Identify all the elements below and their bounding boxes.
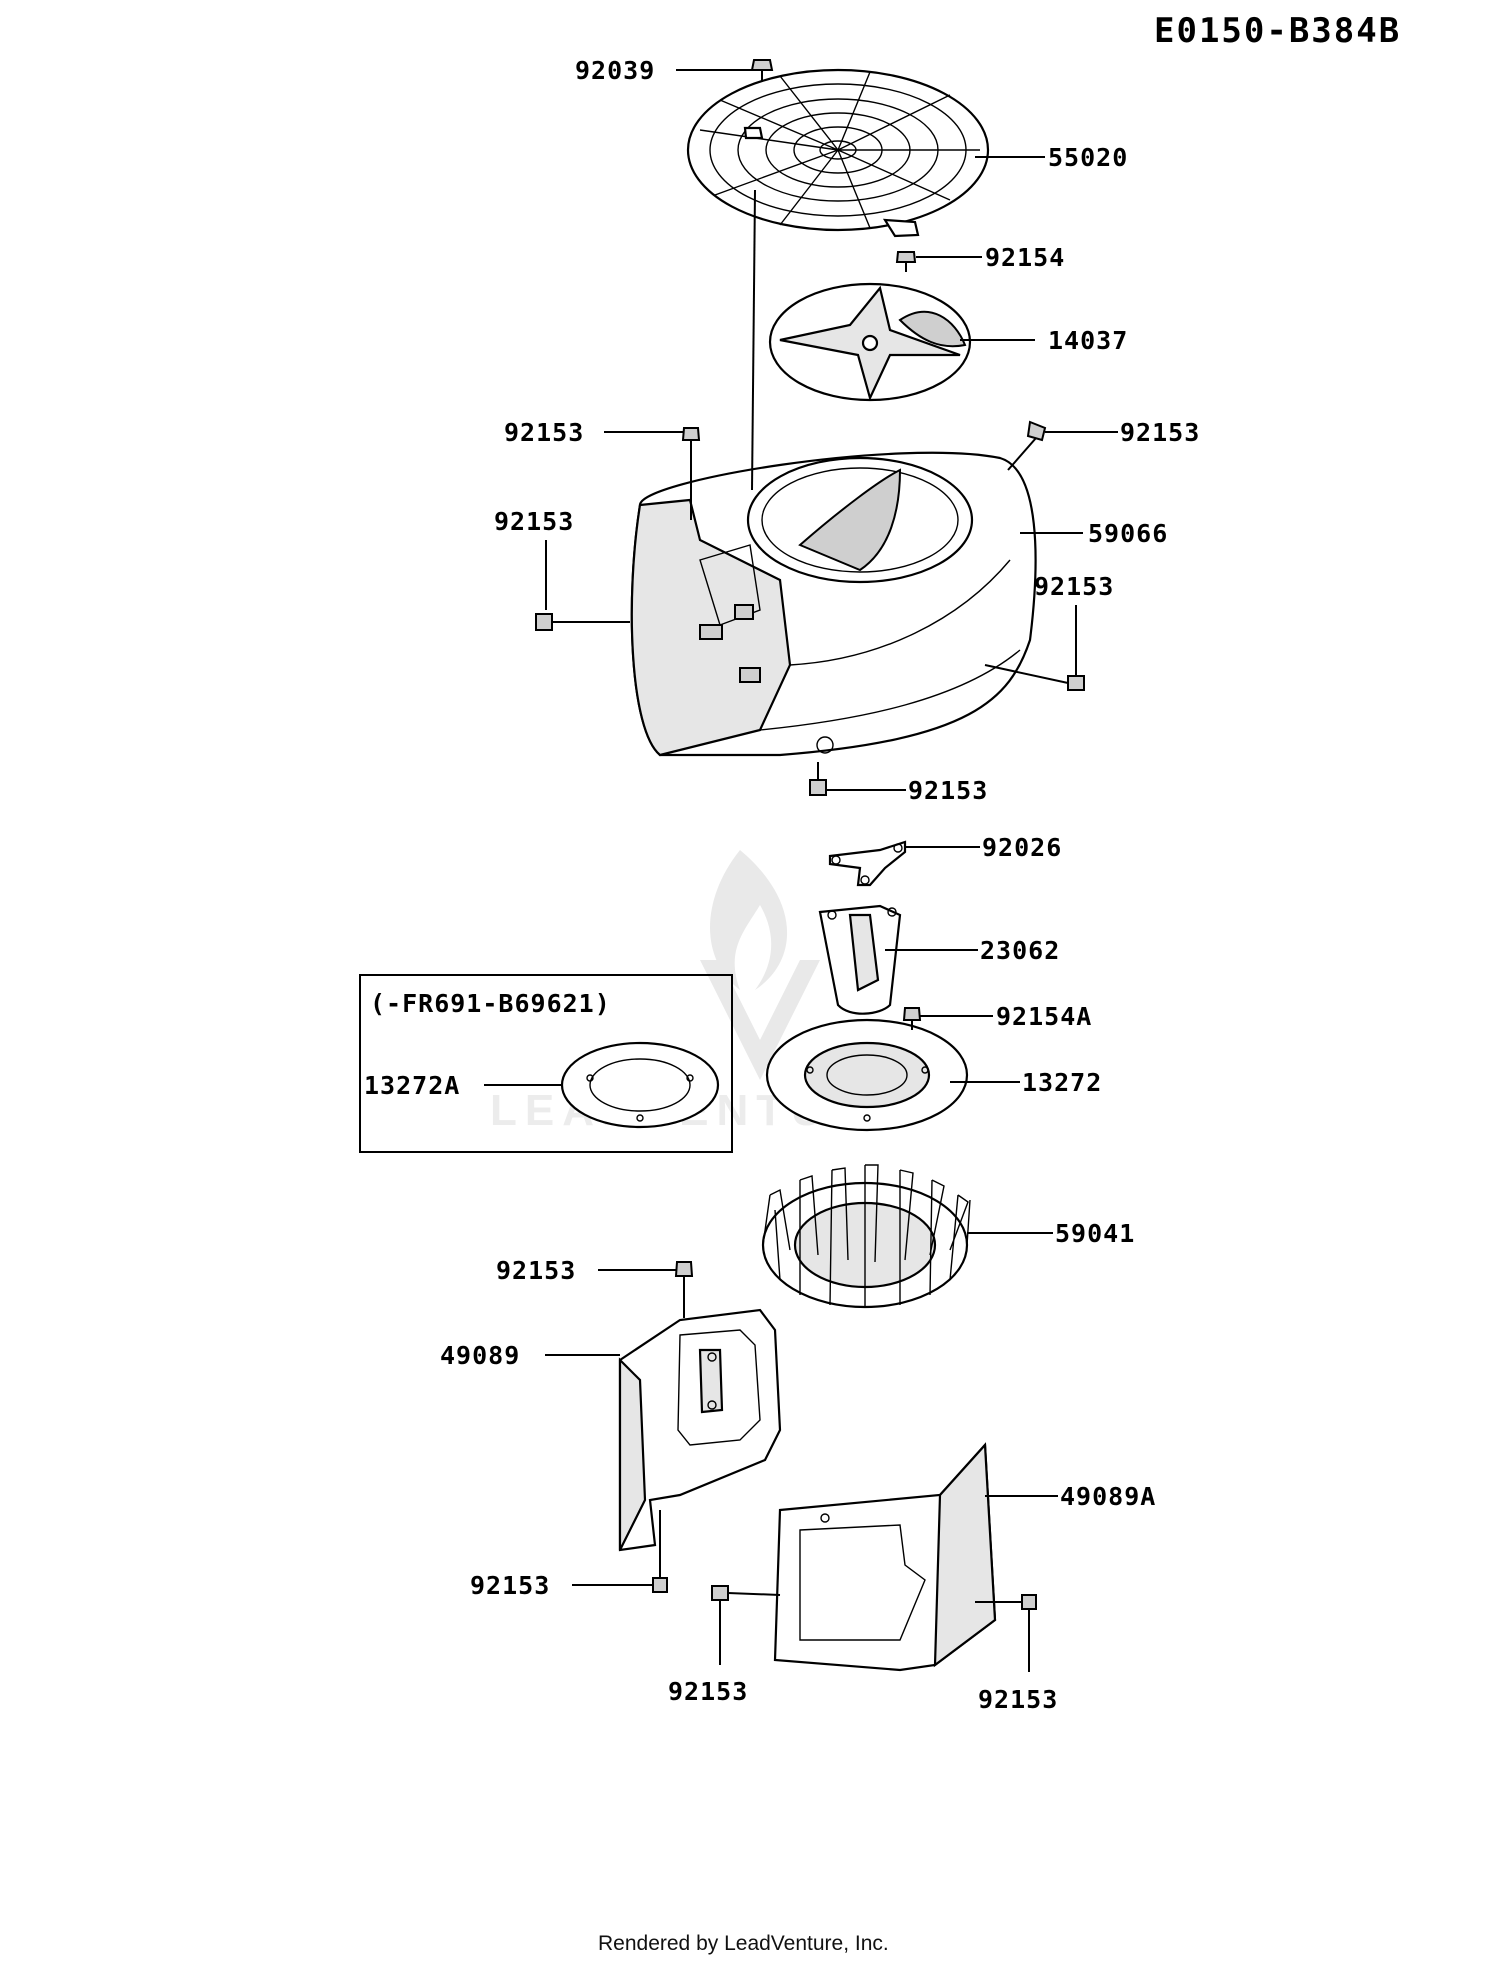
gasket-13272A xyxy=(560,1041,720,1129)
callout-92039: 92039 xyxy=(575,56,655,85)
callout-59066: 59066 xyxy=(1088,519,1168,548)
callout-92154: 92154 xyxy=(985,243,1065,272)
footer-credit: Rendered by LeadVenture, Inc. xyxy=(598,1932,889,1955)
callout-92153-a: 92153 xyxy=(504,418,584,447)
screw-92154A xyxy=(902,1007,922,1030)
screw-92039 xyxy=(750,59,774,82)
callout-92153-d: 92153 xyxy=(1034,572,1114,601)
callout-13272: 13272 xyxy=(1022,1068,1102,1097)
shroud-49089A xyxy=(773,1442,997,1672)
callout-23062: 23062 xyxy=(980,936,1060,965)
screw-92153-bottom xyxy=(809,762,827,796)
callout-13272A: 13272A xyxy=(364,1071,460,1100)
screw-92153-bracket-right xyxy=(975,1594,1037,1610)
screw-92153-bracket-left xyxy=(711,1585,781,1601)
screw-92153-top-left xyxy=(681,427,701,520)
fan-59041 xyxy=(761,1164,971,1309)
screw-92153-shroud-bottom xyxy=(652,1510,668,1593)
inset-box: (-FR691-B69621) xyxy=(359,974,733,1153)
callout-92154A: 92154A xyxy=(996,1002,1092,1031)
diagram-code: E0150-B384B xyxy=(1154,11,1401,51)
callout-92153-g: 92153 xyxy=(470,1571,550,1600)
guide-23062 xyxy=(818,904,902,1015)
callout-92153-c: 92153 xyxy=(494,507,574,536)
fan-screen-55020 xyxy=(686,68,990,238)
callout-92026: 92026 xyxy=(982,833,1062,862)
callout-49089A: 49089A xyxy=(1060,1482,1156,1511)
screen-14037 xyxy=(768,282,972,402)
callout-49089: 49089 xyxy=(440,1341,520,1370)
callout-55020: 55020 xyxy=(1048,143,1128,172)
screw-92153-right xyxy=(984,664,1085,691)
screw-92153-shroud-top xyxy=(674,1261,694,1318)
callout-59041: 59041 xyxy=(1055,1219,1135,1248)
callout-labels: 92039 55020 92154 14037 92153 92153 9215… xyxy=(364,56,1200,1714)
callout-92153-i: 92153 xyxy=(978,1685,1058,1714)
plate-92026 xyxy=(828,840,907,887)
screw-92154 xyxy=(895,251,917,272)
callout-14037: 14037 xyxy=(1048,326,1128,355)
callout-92153-b: 92153 xyxy=(1120,418,1200,447)
leader-lines xyxy=(484,69,1118,1672)
callout-92153-e: 92153 xyxy=(908,776,988,805)
plate-13272 xyxy=(765,1018,969,1132)
inset-label: (-FR691-B69621) xyxy=(370,989,611,1018)
callout-92153-f: 92153 xyxy=(496,1256,576,1285)
screw-92153-left xyxy=(535,613,630,631)
screw-92153-top-right xyxy=(1007,420,1047,471)
shroud-49089 xyxy=(618,1308,782,1552)
blower-housing-59066 xyxy=(630,451,1037,757)
callout-92153-h: 92153 xyxy=(668,1677,748,1706)
